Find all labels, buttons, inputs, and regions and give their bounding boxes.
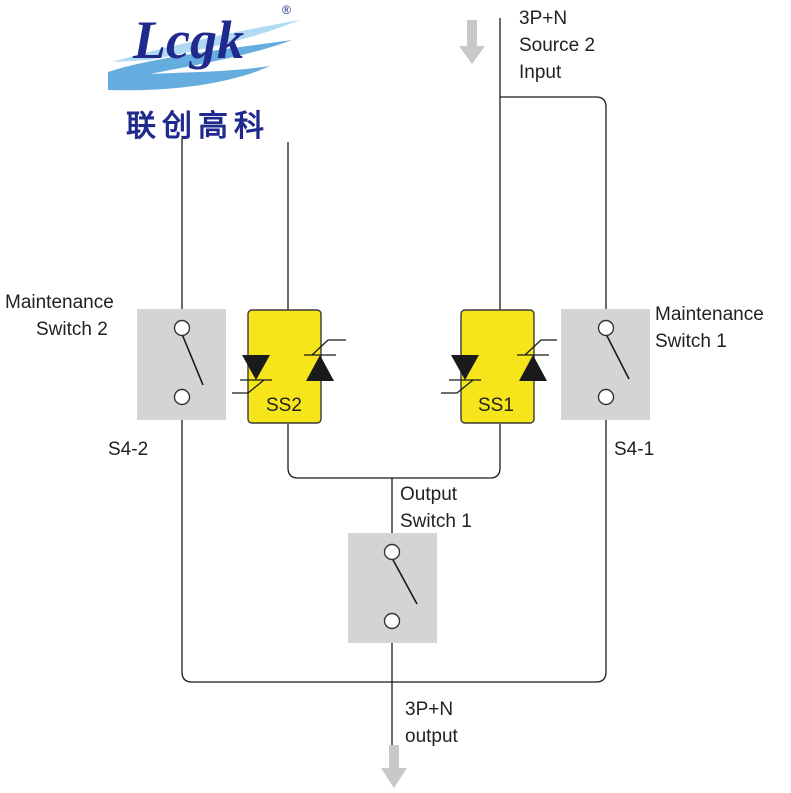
- s41-label: S4-1: [614, 439, 654, 460]
- source2-label-line2: Source 2: [519, 35, 595, 56]
- wire-maint2-bottom: [181, 397, 607, 683]
- output-switch-label-line1: Output: [400, 484, 458, 505]
- company-logo: Lcgk ® 联创高科: [108, 3, 300, 144]
- static-switch-ss2: SS2: [232, 309, 346, 424]
- output-label-line1: 3P+N: [405, 699, 453, 720]
- thyristor-icon: [517, 339, 557, 381]
- logo-swoosh-light: [112, 20, 300, 62]
- ss1-label: SS1: [478, 395, 514, 416]
- thyristor-icon: [232, 355, 272, 394]
- thyristor-icon: [304, 339, 346, 381]
- maint2-label-line2: Switch 2: [36, 319, 108, 340]
- labels: 3P+N Source 2 Input Maintenance Switch 2…: [5, 8, 764, 747]
- static-switch-ss1: SS1: [441, 309, 557, 424]
- output-label-line2: output: [405, 726, 459, 747]
- wiring: [181, 18, 607, 745]
- logo-registered: ®: [282, 3, 291, 17]
- source2-label-line1: 3P+N: [519, 8, 567, 29]
- down-arrow-icon: [381, 745, 407, 788]
- output-switch-label-line2: Switch 1: [400, 511, 472, 532]
- s42-label: S4-2: [108, 439, 148, 460]
- maint2-label-line1: Maintenance: [5, 292, 114, 313]
- logo-swoosh: [108, 40, 292, 91]
- thyristor-icon: [441, 355, 481, 394]
- output-switch-1: [348, 533, 437, 643]
- maint1-label-line1: Maintenance: [655, 304, 764, 325]
- maint1-label-line2: Switch 1: [655, 331, 727, 352]
- source2-label-line3: Input: [519, 62, 562, 83]
- ss2-label: SS2: [266, 395, 302, 416]
- maintenance-switch-2: [137, 309, 226, 420]
- maintenance-switch-1: [561, 309, 650, 420]
- wire-source2-to-maint1: [500, 96, 607, 328]
- logo-text: Lcgk: [132, 10, 244, 70]
- logo-chinese: 联创高科: [126, 109, 270, 144]
- wire-ss2-out: [287, 424, 501, 479]
- down-arrow-icon: [459, 20, 485, 64]
